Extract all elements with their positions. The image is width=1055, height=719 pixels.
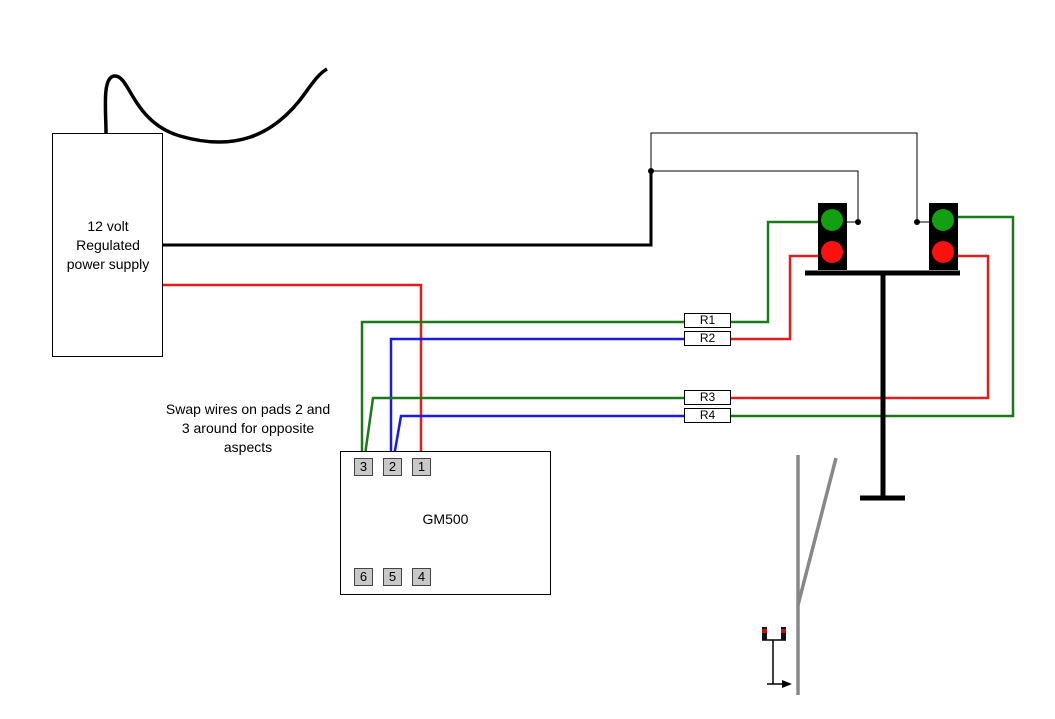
junction-dot — [914, 219, 920, 225]
pad-1: 1 — [412, 458, 431, 476]
pad-4: 4 — [412, 568, 431, 586]
green-wire-r4-to-signal2 — [731, 215, 1015, 418]
track-diverging — [796, 457, 838, 606]
pad-5: 5 — [383, 568, 402, 586]
green-wire-pad3-to-r3 — [362, 396, 684, 463]
green-wire-pad3-to-r1 — [360, 320, 684, 462]
resistor-r4: R4 — [684, 408, 731, 423]
ground-signal-head-right — [781, 627, 786, 640]
red-wire-r3-to-signal2 — [731, 254, 990, 400]
power-supply-label: 12 volt Regulated power supply — [52, 217, 164, 274]
green-wire-r1-to-signal1 — [731, 220, 820, 324]
ground-signal-lamp-left — [762, 629, 767, 633]
note-line3: aspects — [223, 439, 273, 455]
pad-2: 2 — [383, 458, 402, 476]
power-supply-label-line2: Regulated — [76, 237, 140, 253]
note-line1: Swap wires on pads 2 and — [165, 401, 331, 417]
junction-dot — [648, 168, 654, 174]
junction-dot — [855, 219, 861, 225]
black-common-wire-2 — [650, 132, 918, 222]
note-line2: 3 around for opposite — [181, 420, 315, 436]
ground-signal-head-left — [762, 627, 767, 640]
black-supply-wire — [163, 171, 653, 247]
red-wire-r2-to-signal1 — [731, 254, 820, 341]
power-supply-box — [52, 133, 163, 357]
signal-2-red-lamp — [932, 241, 954, 263]
signal-1-red-lamp — [821, 241, 843, 263]
pad-3: 3 — [354, 458, 373, 476]
red-supply-wire — [163, 283, 423, 460]
controller-label: GM500 — [422, 511, 469, 527]
blue-wire-pad2-to-r4 — [391, 414, 684, 463]
power-supply-label-line3: power supply — [66, 256, 150, 272]
signal-2-green-lamp — [932, 209, 954, 231]
resistor-r1: R1 — [684, 313, 731, 328]
controller-box — [340, 451, 551, 595]
pad-6: 6 — [354, 568, 373, 586]
signal-1-green-lamp — [821, 209, 843, 231]
black-common-wire-1 — [651, 170, 859, 222]
resistor-r3: R3 — [684, 390, 731, 405]
swap-wires-note: Swap wires on pads 2 and 3 around for op… — [148, 400, 348, 457]
mains-cable — [103, 67, 328, 144]
direction-arrow-icon — [782, 680, 792, 688]
blue-wire-pad2-to-r2 — [389, 337, 684, 462]
ground-signal-lamp-right — [781, 629, 786, 633]
power-supply-label-line1: 12 volt — [87, 218, 129, 234]
resistor-r2: R2 — [684, 331, 731, 346]
